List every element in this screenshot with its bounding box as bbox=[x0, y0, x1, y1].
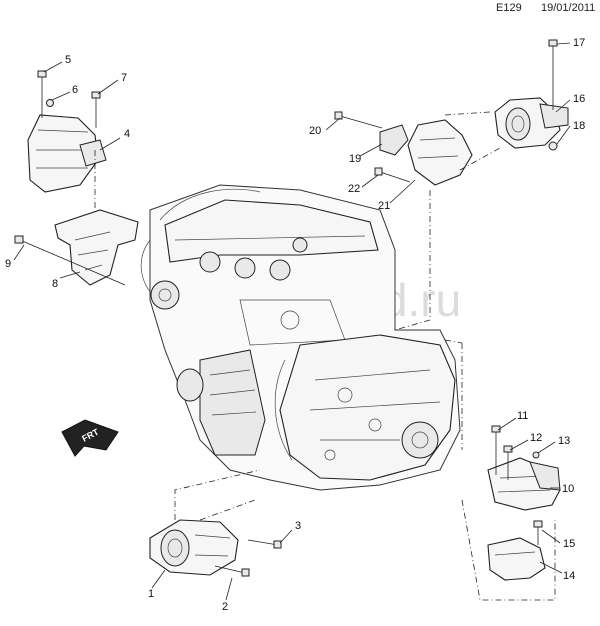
bolt-22 bbox=[379, 171, 411, 183]
nut-13 bbox=[532, 451, 540, 459]
callout-17: 17 bbox=[573, 37, 585, 49]
callout-labels: 1 2 3 4 5 6 7 8 9 10 11 12 13 14 15 16 1… bbox=[5, 37, 585, 613]
bolt-2 bbox=[214, 565, 246, 574]
callout-10: 10 bbox=[562, 483, 574, 495]
callout-16: 16 bbox=[573, 93, 585, 105]
callout-11: 11 bbox=[517, 410, 528, 422]
nut-18 bbox=[548, 141, 558, 151]
callout-1: 1 bbox=[148, 588, 154, 600]
bracket-14 bbox=[487, 537, 546, 581]
bracket-8-group bbox=[14, 150, 139, 286]
bolt-9 bbox=[19, 239, 126, 286]
bolt-20 bbox=[339, 115, 383, 129]
plate-19 bbox=[379, 124, 409, 156]
callout-7: 7 bbox=[121, 72, 127, 84]
callout-20: 20 bbox=[309, 125, 321, 137]
mount-4-group bbox=[27, 70, 107, 193]
callout-6: 6 bbox=[72, 84, 78, 96]
callout-9: 9 bbox=[5, 258, 11, 270]
callout-21: 21 bbox=[378, 200, 390, 212]
callout-2: 2 bbox=[222, 601, 228, 613]
callout-14: 14 bbox=[563, 570, 575, 582]
callout-13: 13 bbox=[558, 435, 570, 447]
mount-1-group bbox=[149, 469, 282, 577]
leader-lines bbox=[13, 42, 571, 601]
callout-3: 3 bbox=[295, 520, 301, 532]
mount-16-group bbox=[494, 39, 569, 151]
callout-18: 18 bbox=[573, 120, 585, 132]
callout-4: 4 bbox=[124, 128, 130, 140]
mount-10-group bbox=[444, 339, 561, 601]
diagram-date: 19/01/2011 bbox=[541, 2, 596, 14]
bolt-3 bbox=[247, 539, 279, 546]
callout-22: 22 bbox=[348, 183, 360, 195]
callout-8: 8 bbox=[52, 278, 58, 290]
callout-5: 5 bbox=[65, 54, 71, 66]
diagram-code: E129 bbox=[496, 2, 522, 14]
nut-6 bbox=[46, 99, 54, 107]
engine-assembly bbox=[140, 184, 461, 491]
front-direction-arrow: FRT bbox=[61, 419, 119, 457]
callout-12: 12 bbox=[530, 432, 542, 444]
callout-19: 19 bbox=[349, 153, 361, 165]
callout-15: 15 bbox=[563, 538, 575, 550]
